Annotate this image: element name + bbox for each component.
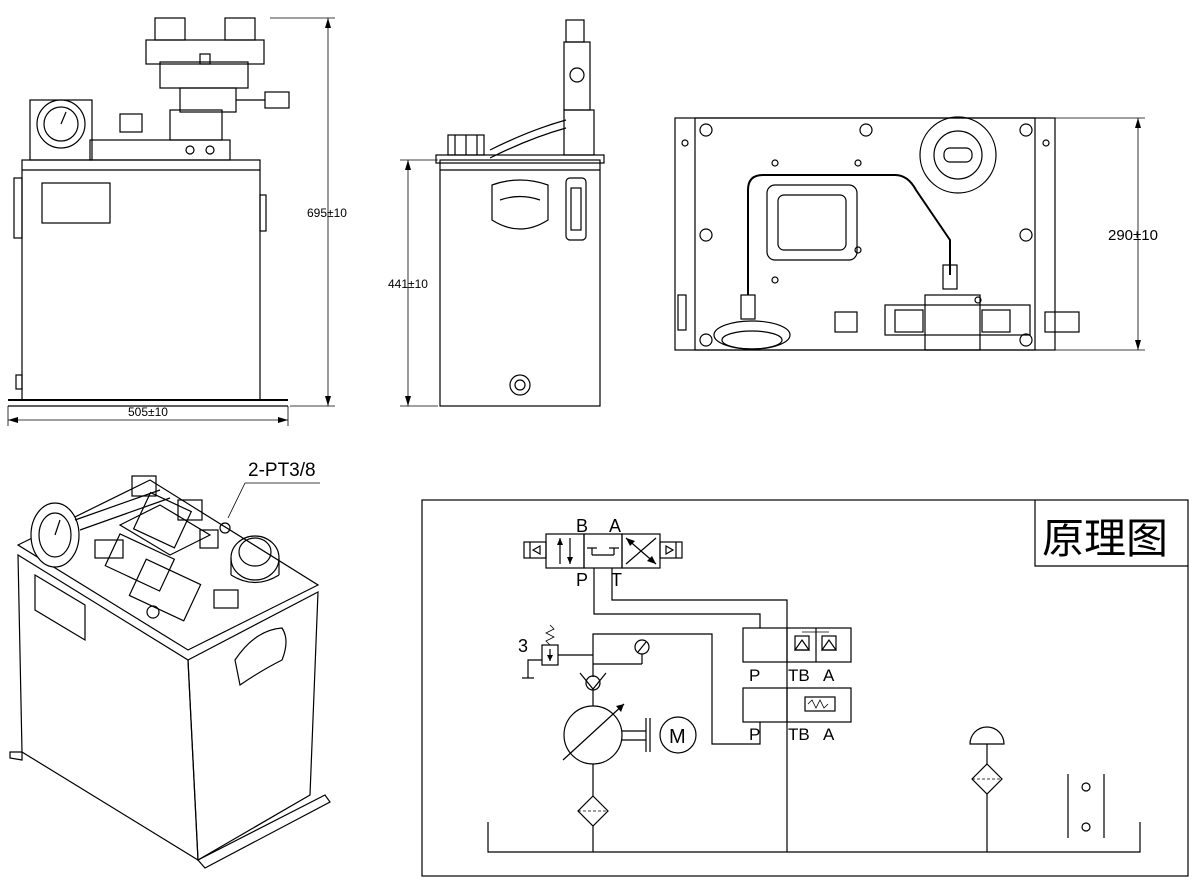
iso-top-face (16, 479, 320, 651)
line-p-to-modules (593, 568, 761, 628)
module2-p-label: P (749, 725, 760, 744)
top-view: 290±10 (674, 116, 1158, 351)
front-directional-valve (145, 39, 265, 65)
schematic-frame (421, 499, 1189, 877)
top-view-outline (674, 117, 1056, 351)
front-view: 695±10 505±10 (7, 17, 347, 426)
tank-symbol (487, 822, 1141, 853)
top-pressure-line (747, 174, 951, 295)
side-level-gauge (565, 177, 587, 241)
stack-module-1 (742, 627, 852, 663)
side-view: 441±10 (388, 19, 605, 407)
port-label-a: A (609, 516, 621, 536)
top-valve-assembly (884, 304, 1031, 336)
motor-symbol (659, 716, 697, 754)
module2-tb-label: TB (788, 725, 810, 744)
module1-tb-label: TB (788, 666, 810, 685)
port-label-b: B (576, 516, 588, 536)
module1-a-label: A (823, 666, 835, 685)
isometric-view: 2-PT3/8 (9, 460, 331, 869)
port-label-p: P (576, 570, 588, 590)
dir-valve-left-block (545, 533, 585, 569)
top-filler-cap (919, 116, 997, 194)
hydraulic-schematic: 原理图 B A P T (421, 499, 1189, 877)
side-drain-plug (509, 374, 531, 396)
schematic-title: 原理图 (1042, 515, 1168, 562)
front-tank-body (21, 159, 261, 401)
dim-label-695: 695±10 (307, 206, 347, 220)
top-cleanout-cover (766, 184, 858, 261)
solenoid-left (523, 541, 547, 559)
solenoid-right (659, 541, 683, 559)
module1-p-label: P (749, 666, 760, 685)
iso-right-face (187, 590, 319, 862)
port-label-t: T (611, 570, 622, 590)
dim-label-441: 441±10 (388, 277, 428, 291)
front-valve-module (179, 87, 237, 113)
dim-label-505: 505±10 (128, 405, 168, 419)
module2-a-label: A (823, 725, 835, 744)
iso-callout-label: 2-PT3/8 (248, 460, 316, 481)
iso-handle (234, 627, 287, 687)
pump-pressure-line (592, 633, 761, 745)
front-right-handle (259, 194, 267, 232)
iso-filler-cap (230, 535, 280, 581)
side-handle (491, 179, 549, 230)
front-left-handle (13, 177, 23, 239)
iso-nameplate (34, 573, 86, 642)
side-valve-stack (563, 41, 591, 111)
dim-label-290: 290±10 (1108, 227, 1158, 244)
breather-symbol (969, 726, 1005, 745)
motor-label: M (669, 726, 686, 748)
pump-symbol (563, 705, 623, 765)
front-nameplate (41, 182, 111, 224)
line-t-to-tank (611, 568, 788, 852)
side-tank-body (439, 159, 601, 407)
dir-valve-center-block (583, 533, 623, 569)
relief-number-label: 3 (518, 636, 528, 656)
stack-module-2 (742, 687, 852, 723)
